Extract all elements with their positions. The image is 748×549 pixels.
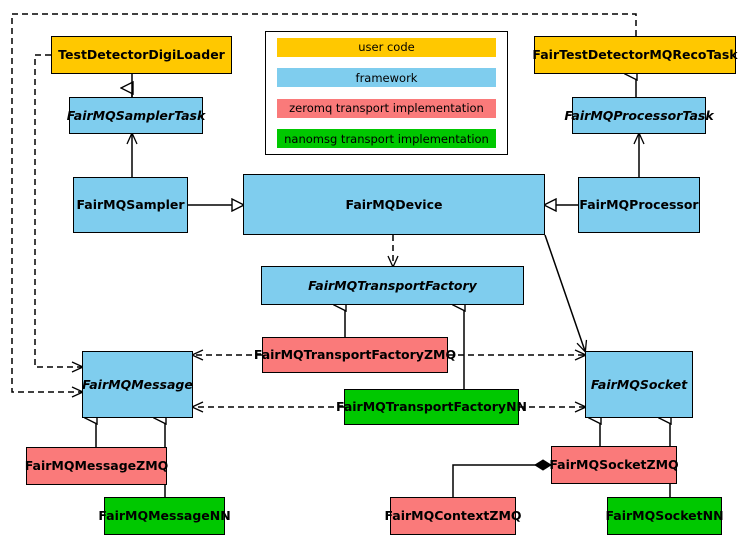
legend-swatch-framework: framework — [277, 68, 496, 88]
node-label: FairMQSampler — [76, 197, 185, 213]
node-fairmqsocket[interactable]: FairMQSocket — [585, 351, 693, 418]
node-fairmqtransportfactoryzmq[interactable]: FairMQTransportFactoryZMQ — [254, 337, 456, 373]
node-fairmqmessagenn[interactable]: FairMQMessageNN — [98, 497, 231, 535]
node-label: FairMQMessageZMQ — [24, 458, 169, 474]
node-fairmqsampler[interactable]: FairMQSampler — [73, 177, 188, 233]
node-testdetectordigiloader[interactable]: TestDetectorDigiLoader — [51, 36, 232, 74]
legend-label: nanomsg transport implementation — [284, 131, 489, 146]
node-label: FairMQMessageNN — [98, 508, 231, 524]
node-label: FairTestDetectorMQRecoTask — [532, 47, 738, 63]
legend-swatch-zeromq: zeromq transport implementation — [277, 98, 496, 118]
node-fairmqdevice[interactable]: FairMQDevice — [243, 174, 545, 235]
edge-device-to-socket — [544, 234, 585, 351]
node-fairmqcontextzmq[interactable]: FairMQContextZMQ — [384, 497, 522, 535]
node-label: FairMQSocketZMQ — [549, 457, 679, 473]
node-label: FairMQSocket — [590, 376, 688, 392]
node-fairtestdetectormqrecotask[interactable]: FairTestDetectorMQRecoTask — [532, 36, 738, 74]
legend-label: zeromq transport implementation — [289, 101, 484, 116]
node-label: FairMQMessage — [82, 376, 193, 392]
node-fairmqmessagezmq[interactable]: FairMQMessageZMQ — [25, 447, 168, 485]
node-label: FairMQTransportFactoryNN — [336, 399, 527, 415]
node-fairmqsamplertask[interactable]: FairMQSamplerTask — [67, 97, 205, 134]
edge-contextzmq-to-socketzmq — [452, 459, 552, 497]
node-label: FairMQSamplerTask — [66, 107, 206, 123]
node-label: FairMQContextZMQ — [384, 508, 522, 524]
node-label: FairMQTransportFactory — [308, 277, 477, 293]
node-fairmqsocketnn[interactable]: FairMQSocketNN — [605, 497, 724, 535]
node-fairmqprocessortask[interactable]: FairMQProcessorTask — [564, 97, 714, 134]
node-fairmqmessage[interactable]: FairMQMessage — [82, 351, 193, 418]
legend-panel: user code framework zeromq transport imp… — [265, 31, 508, 155]
node-label: FairMQSocketNN — [605, 508, 724, 524]
node-fairmqtransportfactory[interactable]: FairMQTransportFactory — [261, 266, 524, 305]
legend-label: framework — [355, 70, 418, 85]
legend-label: user code — [358, 40, 415, 55]
node-fairmqtransportfactorynn[interactable]: FairMQTransportFactoryNN — [336, 389, 527, 425]
node-label: FairMQDevice — [345, 196, 443, 212]
node-label: TestDetectorDigiLoader — [58, 47, 225, 63]
node-label: FairMQProcessor — [579, 197, 699, 213]
legend-swatch-nanomsg: nanomsg transport implementation — [277, 129, 496, 149]
node-fairmqsocketzmq[interactable]: FairMQSocketZMQ — [549, 446, 679, 484]
node-fairmqprocessor[interactable]: FairMQProcessor — [578, 177, 700, 233]
node-label: FairMQProcessorTask — [564, 107, 714, 123]
legend-swatch-user-code: user code — [277, 37, 496, 57]
node-label: FairMQTransportFactoryZMQ — [253, 347, 457, 363]
